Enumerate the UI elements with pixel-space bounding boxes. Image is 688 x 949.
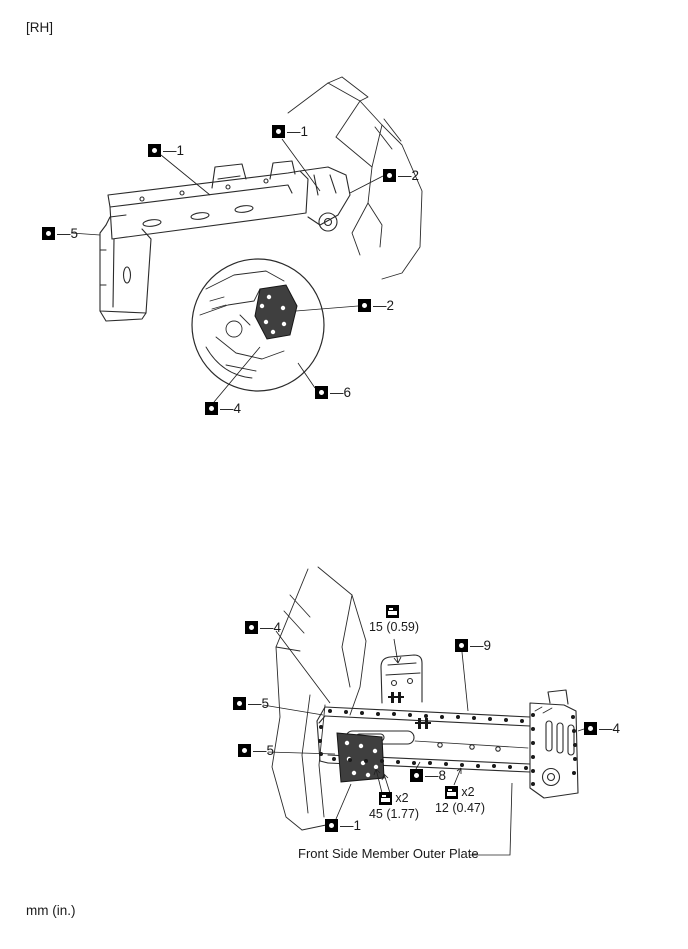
callout-label: —1 [340,818,362,833]
callout-bottom-4a: —4 [245,621,281,634]
measure-multiplier: x2 [395,791,409,805]
callout-bottom-4b: —4 [584,722,620,735]
spot-weld-symbol-icon [272,125,285,138]
sealer-measurement-15: 15 (0.59) [363,605,425,634]
figure-bottom-drawing [262,566,585,856]
callout-label: —2 [398,168,420,183]
spot-weld-symbol-icon [205,402,218,415]
spot-weld-symbol-icon [325,819,338,832]
callout-label: —1 [163,143,185,158]
spot-weld-dots [318,709,577,786]
sealer-symbol-icon [379,792,393,805]
measure-value: 45 (1.77) [368,807,420,821]
sealer-symbol-icon [445,786,459,799]
spot-weld-symbol-icon [358,299,371,312]
spot-weld-symbol-icon [315,386,328,399]
callout-label: —8 [425,768,447,783]
sealer-measurement-12: x2 12 (0.47) [428,786,492,815]
callout-label: —5 [253,743,275,758]
callout-label: —9 [470,638,492,653]
spot-weld-symbol-icon [584,722,597,735]
callout-top-5: —5 [42,227,78,240]
callout-top-1b: —1 [272,125,308,138]
spot-weld-symbol-icon [148,144,161,157]
callout-label: —5 [248,696,270,711]
body-structure-sketch [287,76,423,280]
spot-weld-symbol-icon [233,697,246,710]
callout-label: —1 [287,124,309,139]
orientation-label: [RH] [26,20,53,35]
callout-label: —4 [260,620,282,635]
part-name-label: Front Side Member Outer Plate [298,846,479,861]
callout-label: —6 [330,385,352,400]
callout-bottom-5b: —5 [238,744,274,757]
leader-lines [70,138,384,403]
callout-label: —2 [373,298,395,313]
reinforcement-gusset [254,284,298,340]
callout-top-2: —2 [383,169,419,182]
callout-label: —5 [57,226,79,241]
callout-bottom-1: —1 [325,819,361,832]
side-member-rail [99,160,351,322]
leader-lines [262,630,585,856]
sealer-symbol-icon [386,605,399,618]
spot-weld-symbol-icon [383,169,396,182]
body-structure-sketch [271,566,367,831]
callout-detail-6: —6 [315,386,351,399]
callout-label: —4 [220,401,242,416]
units-label: mm (in.) [26,903,76,918]
callout-detail-2: —2 [358,299,394,312]
gusset-weld-dots [259,294,287,335]
callout-bottom-9: —9 [455,639,491,652]
spot-weld-symbol-icon [410,769,423,782]
callout-top-1a: —1 [148,144,184,157]
sealer-measurement-45: x2 45 (1.77) [362,792,426,821]
spot-weld-symbol-icon [245,621,258,634]
outer-plate [529,689,579,799]
detail-circle [191,258,325,392]
measure-value: 15 (0.59) [368,620,420,634]
clamp-marks [388,692,431,729]
callout-label: —4 [599,721,621,736]
reinforcement-patch [336,732,385,783]
patch-weld-dots [344,740,379,778]
figure-top-drawing [70,76,423,403]
callout-bottom-5a: —5 [233,697,269,710]
spot-weld-symbol-icon [42,227,55,240]
measure-multiplier: x2 [461,785,475,799]
callout-bottom-8: —8 [410,769,446,782]
spot-weld-symbol-icon [455,639,468,652]
measure-value: 12 (0.47) [434,801,486,815]
callout-detail-4: —4 [205,402,241,415]
spot-weld-symbol-icon [238,744,251,757]
